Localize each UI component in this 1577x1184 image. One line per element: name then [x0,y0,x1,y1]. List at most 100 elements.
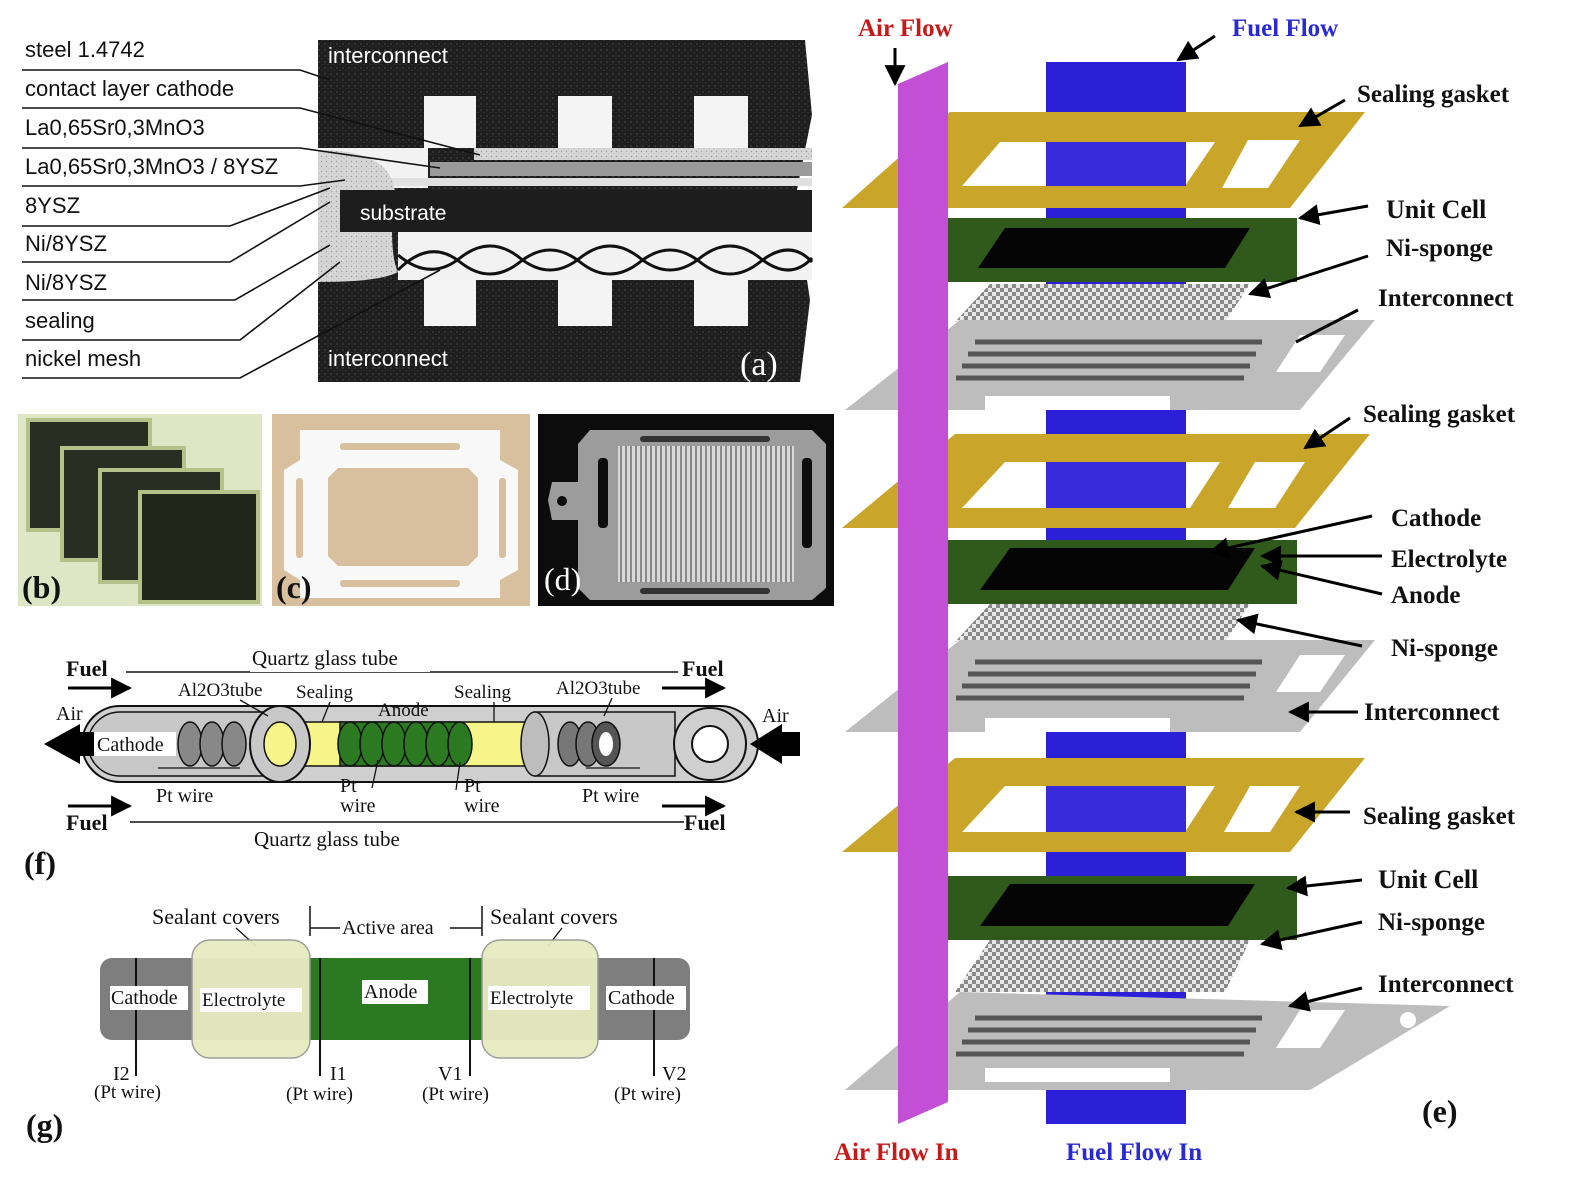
label-ni-ysz-1: Ni/8YSZ [25,231,107,256]
plate-hole [557,496,567,506]
label-substrate: substrate [360,202,446,225]
interconnect-3-hole [1400,1012,1416,1028]
fuel-bar-bottom [1046,1090,1186,1124]
label-nickel-mesh: nickel mesh [25,346,141,371]
channel-top-2 [558,96,612,148]
label-pt-3: Pt [464,775,481,797]
plate-slot-top [640,436,770,442]
electrolyte-left-bg [200,988,302,1012]
panel-f: Fuel Fuel Quartz glass tube [24,646,800,881]
channel-top-1 [424,96,476,148]
panel-e-leader-arrows [1207,98,1383,1012]
label-i2: I2 [113,1063,130,1085]
label-fuel-flow: Fuel Flow [1232,15,1338,42]
cathode-layer [430,162,812,176]
label-v1: V1 [438,1063,462,1085]
label-unit-cell-1: Unit Cell [1386,195,1486,224]
ni-sponge-3 [955,940,1250,992]
label-v2: V2 [662,1063,686,1085]
quartz-label-bg-bottom [250,826,430,852]
al2o3-tube-right-end [520,711,550,777]
panel-g-wires [135,958,655,1076]
interconnect-2-channels [956,659,1262,701]
label-ni-sponge-2: Ni-sponge [1391,635,1498,662]
gasket-slot-top [340,443,460,450]
interconnect-3-slot [1276,1010,1345,1048]
unit-cell-3-electrode [980,884,1255,926]
label-pt-wire-4: Pt wire [582,785,639,807]
label-cathode-left: Cathode [111,987,178,1009]
channel-top-3 [694,96,748,148]
label-cathode: Cathode [1391,505,1481,532]
cathode-label-bg [94,732,176,756]
fuel-flow-arrow [1176,34,1216,62]
electrolyte-right-bg [488,986,590,1010]
ni-sponge-1 [955,284,1250,322]
nickel-mesh-wave-2 [397,244,814,272]
label-sealing-gasket-3: Sealing gasket [1363,803,1516,830]
cathode-left-bg [110,986,188,1010]
label-steel: steel 1.4742 [25,37,145,62]
label-wire-3: wire [464,795,500,817]
quartz-label-bg-top [250,646,430,672]
label-electrolyte: Electrolyte [1391,546,1507,573]
gasket-slot-right [499,478,506,558]
panel-d: (d) [538,414,834,606]
interconnect-2-bottom-slot [985,718,1170,732]
right-end-hole [599,732,613,756]
label-sealing: sealing [25,308,95,333]
gasket-opening [328,468,478,566]
label-fuel-top-right: Fuel [682,656,724,681]
label-fuel-top-left: Fuel [66,656,108,681]
interconnect-2-slot [1276,655,1345,692]
label-cathode-right: Cathode [608,987,675,1009]
ni-sponge-2 [955,604,1250,642]
label-interconnect-1: Interconnect [1378,285,1514,312]
panel-b-tag: (b) [22,569,61,605]
interconnect-3-channels [956,1015,1262,1057]
panel-c: (c) [272,414,530,606]
label-interconnect-top: interconnect [328,43,448,68]
label-ni-sponge-3: Ni-sponge [1378,909,1485,936]
sealing-gasket-3-slot [1224,786,1300,832]
label-8ysz: 8YSZ [25,193,80,218]
channel-bottom-3 [694,280,748,326]
quartz-tube-opening [691,725,729,763]
label-sealant-left: Sealant covers [152,904,280,929]
label-sealing-gasket-2: Sealing gasket [1363,401,1516,428]
substrate-layer [340,190,812,232]
interconnect-1-bottom-slot [985,396,1170,410]
label-fuel-bottom-left: Fuel [66,810,108,835]
cathode-right-bg [606,986,686,1010]
cathode-pt-coils [177,721,247,767]
fuel-bar-through-gasket-2 [1046,462,1186,508]
label-unit-cell-2: Unit Cell [1378,865,1478,894]
cell-sample-4 [138,490,260,604]
air-arrow-right [750,724,800,764]
label-pt-wire-g4: (Pt wire) [614,1084,681,1105]
label-fuel-flow-in: Fuel Flow In [1066,1139,1202,1166]
label-al2o3-right: Al2O3tube [556,678,640,699]
channel-bottom-2 [558,280,612,326]
panel-g: Sealant covers Sealant covers Active are… [26,904,690,1143]
electrolyte-layer [340,178,812,186]
rod-end-left [263,721,297,767]
label-interconnect-2: Interconnect [1364,699,1500,726]
panel-a-tag: (a) [740,346,778,383]
stack-1 [842,112,1375,410]
label-pt-wire-g1: (Pt wire) [94,1082,161,1103]
panel-e: Air Flow Fuel Flow [834,15,1516,1166]
label-sealing-left: Sealing [296,682,353,703]
contact-layer [474,148,812,160]
plate-slot-bottom [640,588,770,594]
fuel-bar-through-gasket-1 [1046,142,1186,186]
panel-d-tag: (d) [544,561,581,597]
fuel-bar-through-gasket-3 [1046,786,1186,832]
label-i1: I1 [330,1063,347,1085]
air-manifold-bar [898,62,948,1124]
sealing-gasket-1-slot [1222,140,1300,188]
channel-bottom-1 [424,280,476,326]
label-lsm-ysz: La0,65Sr0,3MnO3 / 8YSZ [25,154,278,179]
label-ni-ysz-2: Ni/8YSZ [25,270,107,295]
